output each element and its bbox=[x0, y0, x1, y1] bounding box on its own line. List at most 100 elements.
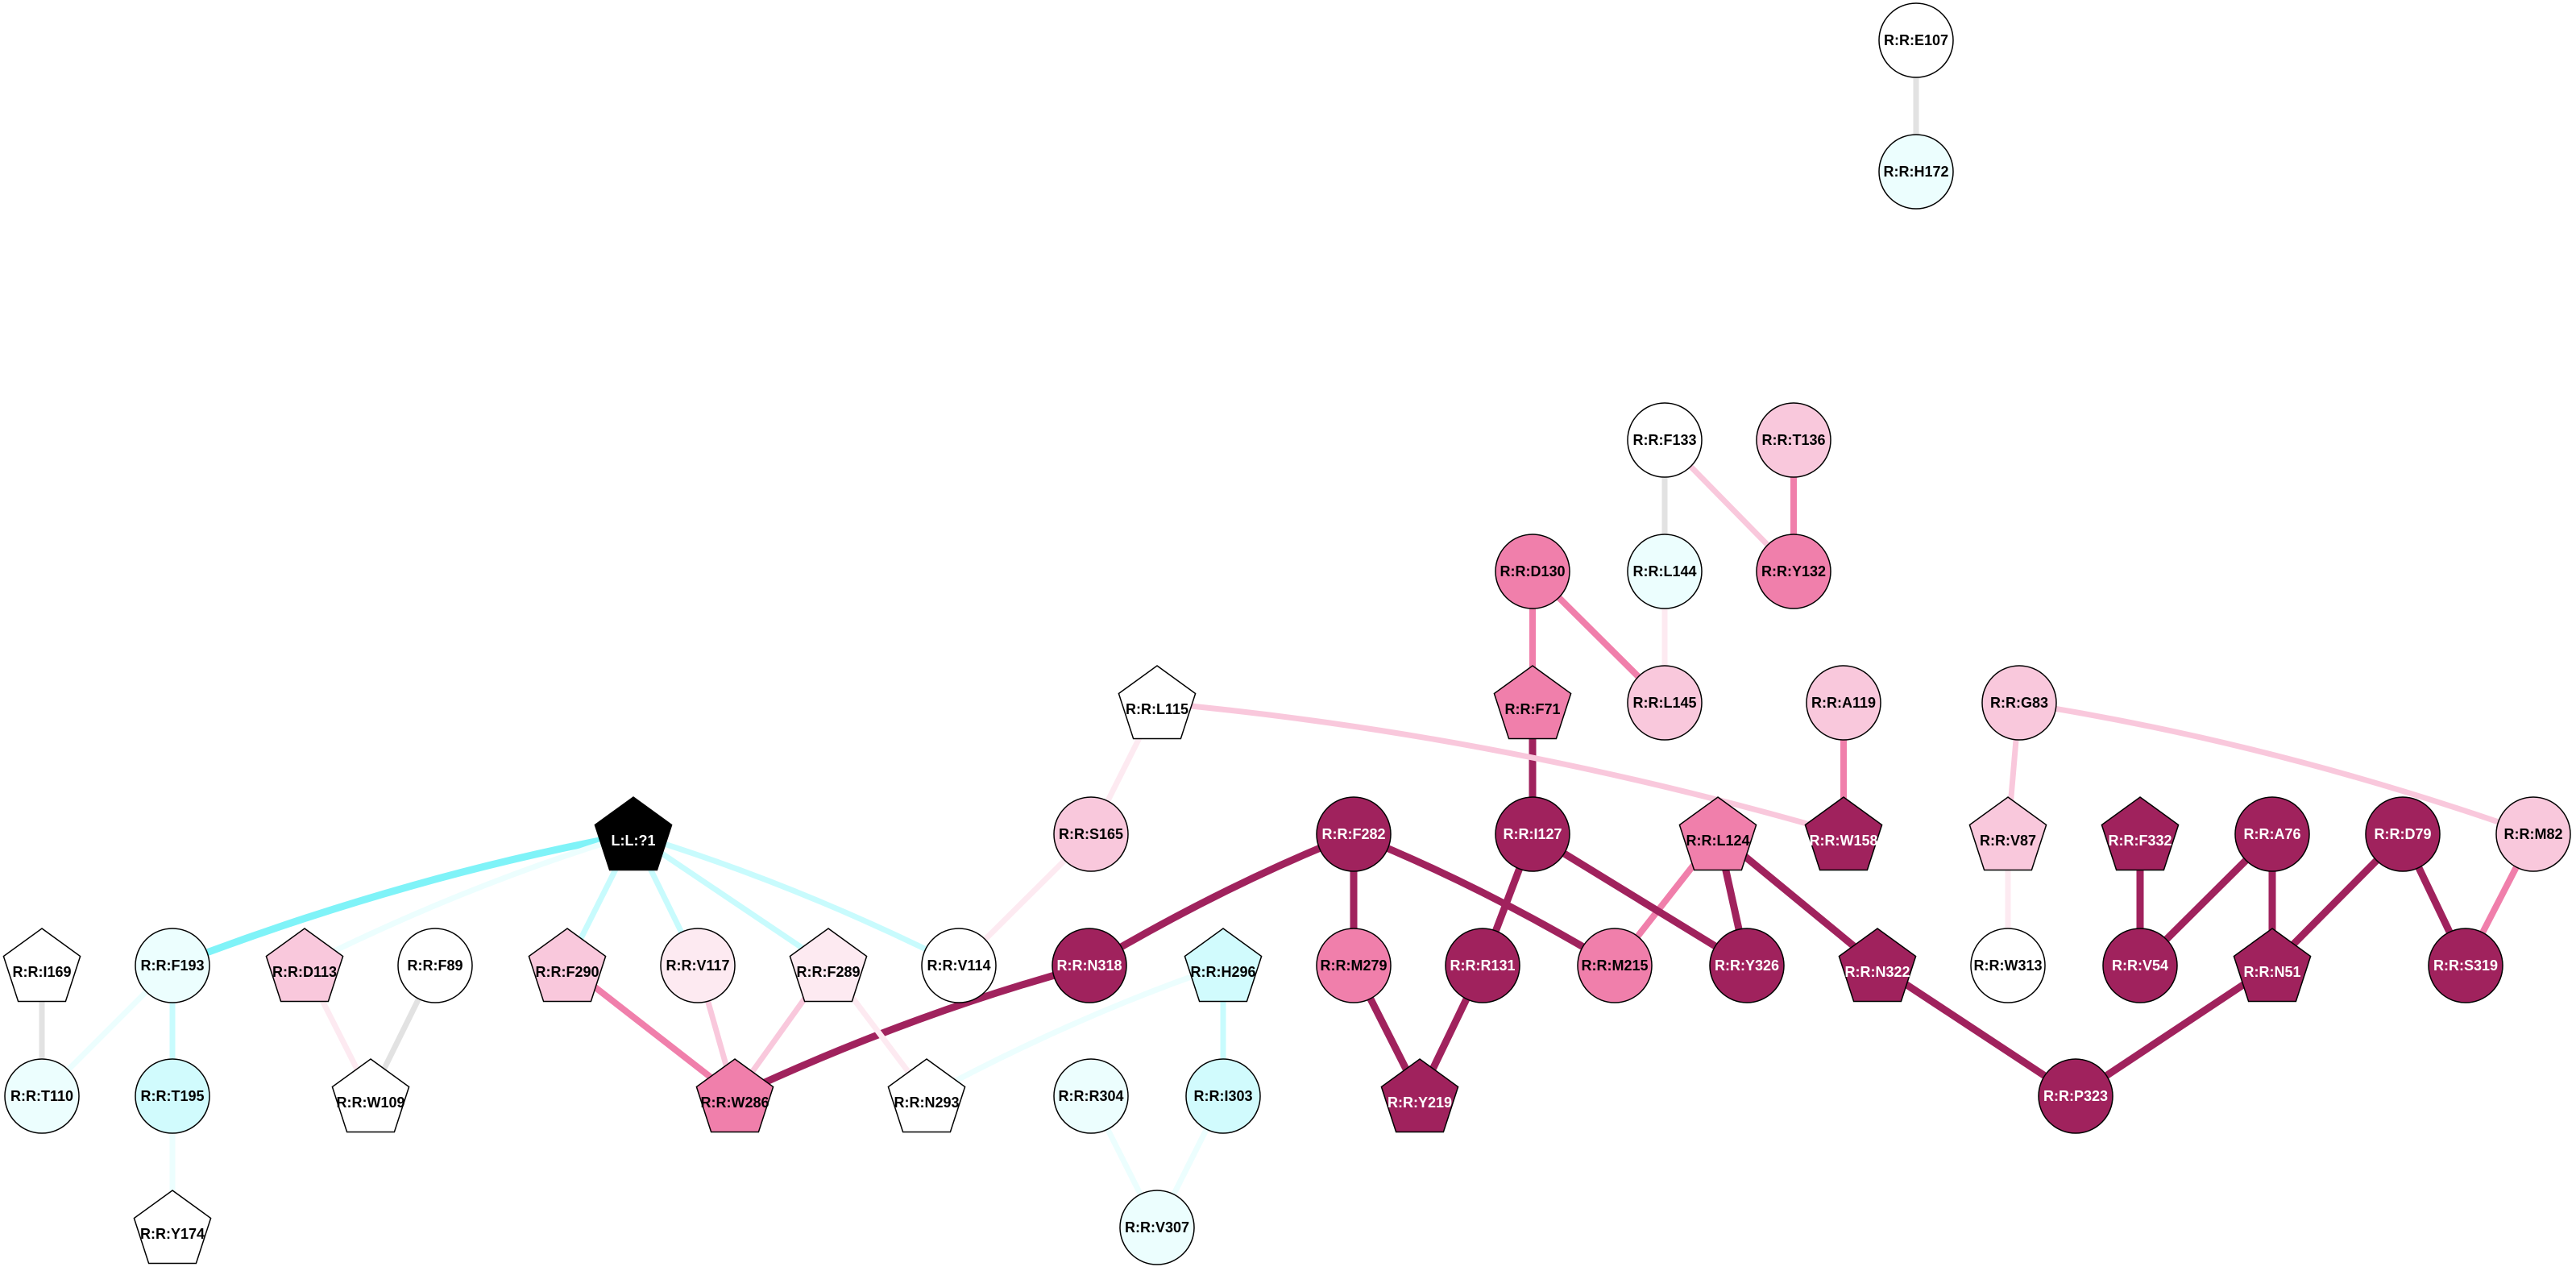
node-label: L:L:?1 bbox=[612, 833, 656, 849]
node-n51[interactable]: R:R:N51 bbox=[2233, 928, 2312, 1003]
node-i127[interactable]: R:R:I127 bbox=[1495, 796, 1570, 872]
node-a76[interactable]: R:R:A76 bbox=[2234, 796, 2310, 872]
edge-n322-p323 bbox=[1873, 962, 2080, 1100]
node-p323[interactable]: R:R:P323 bbox=[2038, 1058, 2113, 1134]
node-h172[interactable]: R:R:H172 bbox=[1878, 134, 1954, 210]
circle-node-shape bbox=[1981, 665, 2057, 741]
pentagon-node-shape bbox=[1184, 928, 1263, 1003]
node-label: R:R:S319 bbox=[2433, 957, 2498, 974]
edge-h296-n293 bbox=[923, 962, 1226, 1099]
node-w286[interactable]: R:R:W286 bbox=[695, 1058, 774, 1133]
pentagon-node-shape bbox=[887, 1058, 966, 1133]
edge-f282-n318 bbox=[1085, 830, 1358, 970]
circle-node-shape bbox=[660, 928, 736, 1003]
node-s165[interactable]: R:R:S165 bbox=[1053, 796, 1129, 872]
node-label: R:R:F89 bbox=[407, 957, 463, 974]
node-d113[interactable]: R:R:D113 bbox=[265, 928, 344, 1003]
circle-node-shape bbox=[1878, 134, 1954, 210]
node-m215[interactable]: R:R:M215 bbox=[1577, 928, 1653, 1003]
node-g83[interactable]: R:R:G83 bbox=[1981, 665, 2057, 741]
circle-node-shape bbox=[2495, 796, 2571, 872]
node-d79[interactable]: R:R:D79 bbox=[2365, 796, 2441, 872]
node-f133[interactable]: R:R:F133 bbox=[1627, 402, 1703, 478]
node-s319[interactable]: R:R:S319 bbox=[2428, 928, 2503, 1003]
node-label: R:R:Y326 bbox=[1715, 957, 1779, 974]
node-i169[interactable]: R:R:I169 bbox=[2, 928, 81, 1003]
circle-node-shape bbox=[1806, 665, 1881, 741]
node-d130[interactable]: R:R:D130 bbox=[1495, 534, 1570, 609]
node-h296[interactable]: R:R:H296 bbox=[1184, 928, 1263, 1003]
pentagon-node-shape bbox=[789, 928, 868, 1003]
pentagon-node-shape bbox=[2, 928, 81, 1003]
node-t136[interactable]: R:R:T136 bbox=[1756, 402, 1831, 478]
pentagon-node-shape bbox=[1493, 665, 1572, 740]
node-r131[interactable]: R:R:R131 bbox=[1445, 928, 1520, 1003]
node-n322[interactable]: R:R:N322 bbox=[1838, 928, 1917, 1003]
pentagon-node-shape bbox=[1804, 796, 1883, 871]
pentagon-node-shape bbox=[1968, 796, 2047, 871]
node-f289[interactable]: R:R:F289 bbox=[789, 928, 868, 1003]
node-m82[interactable]: R:R:M82 bbox=[2495, 796, 2571, 872]
node-y174[interactable]: R:R:Y174 bbox=[133, 1190, 212, 1265]
node-v87[interactable]: R:R:V87 bbox=[1968, 796, 2047, 871]
node-w158[interactable]: R:R:W158 bbox=[1804, 796, 1883, 871]
pentagon-node-shape bbox=[528, 928, 607, 1003]
node-v117[interactable]: R:R:V117 bbox=[660, 928, 736, 1003]
node-label: R:R:E107 bbox=[1884, 32, 1948, 48]
node-f71[interactable]: R:R:F71 bbox=[1493, 665, 1572, 740]
node-v54[interactable]: R:R:V54 bbox=[2102, 928, 2178, 1003]
circle-node-shape bbox=[1053, 1058, 1129, 1134]
pentagon-node-shape bbox=[133, 1190, 212, 1265]
circle-node-shape bbox=[1053, 796, 1129, 872]
node-y326[interactable]: R:R:Y326 bbox=[1709, 928, 1785, 1003]
pentagon-node-shape bbox=[1380, 1058, 1459, 1133]
node-n318[interactable]: R:R:N318 bbox=[1052, 928, 1127, 1003]
node-label: R:R:F282 bbox=[1321, 826, 1385, 842]
node-y132[interactable]: R:R:Y132 bbox=[1756, 534, 1831, 609]
node-f282[interactable]: R:R:F282 bbox=[1316, 796, 1392, 872]
node-w109[interactable]: R:R:W109 bbox=[331, 1058, 410, 1133]
node-l144[interactable]: R:R:L144 bbox=[1627, 534, 1703, 609]
circle-node-shape bbox=[1316, 928, 1392, 1003]
pentagon-node-shape bbox=[1118, 665, 1197, 740]
circle-node-shape bbox=[1970, 928, 2046, 1003]
node-f193[interactable]: R:R:F193 bbox=[135, 928, 210, 1003]
node-t195[interactable]: R:R:T195 bbox=[135, 1058, 210, 1134]
node-label: R:R:H296 bbox=[1190, 964, 1255, 980]
node-n293[interactable]: R:R:N293 bbox=[887, 1058, 966, 1133]
node-label: R:R:V87 bbox=[1980, 833, 2036, 849]
node-y219[interactable]: R:R:Y219 bbox=[1380, 1058, 1459, 1133]
edge-l1-f289 bbox=[630, 831, 832, 969]
node-l145[interactable]: R:R:L145 bbox=[1627, 665, 1703, 741]
node-label: R:R:V117 bbox=[666, 957, 729, 974]
node-t110[interactable]: R:R:T110 bbox=[4, 1058, 80, 1134]
node-m279[interactable]: R:R:M279 bbox=[1316, 928, 1392, 1003]
node-i303[interactable]: R:R:I303 bbox=[1185, 1058, 1261, 1134]
node-label: R:R:D79 bbox=[2374, 826, 2431, 842]
node-f290[interactable]: R:R:F290 bbox=[528, 928, 607, 1003]
pentagon-node-shape bbox=[2233, 928, 2312, 1003]
circle-node-shape bbox=[1627, 402, 1703, 478]
node-l1[interactable]: L:L:?1 bbox=[594, 796, 673, 871]
node-f89[interactable]: R:R:F89 bbox=[397, 928, 473, 1003]
circle-node-shape bbox=[135, 1058, 210, 1134]
node-r304[interactable]: R:R:R304 bbox=[1053, 1058, 1129, 1134]
node-label: R:R:R131 bbox=[1450, 957, 1515, 974]
edge-n51-p323 bbox=[2072, 962, 2276, 1100]
node-e107[interactable]: R:R:E107 bbox=[1878, 2, 1954, 78]
node-label: R:R:F133 bbox=[1632, 432, 1696, 448]
node-w313[interactable]: R:R:W313 bbox=[1970, 928, 2046, 1003]
edge-l1-f193 bbox=[168, 830, 637, 970]
node-label: R:R:L144 bbox=[1632, 563, 1696, 579]
circle-node-shape bbox=[1185, 1058, 1261, 1134]
node-label: R:R:N293 bbox=[894, 1094, 959, 1111]
node-v114[interactable]: R:R:V114 bbox=[921, 928, 997, 1003]
circle-node-shape bbox=[1878, 2, 1954, 78]
node-f332[interactable]: R:R:F332 bbox=[2101, 796, 2180, 871]
node-v307[interactable]: R:R:V307 bbox=[1119, 1190, 1195, 1265]
node-a119[interactable]: R:R:A119 bbox=[1806, 665, 1881, 741]
node-l124[interactable]: R:R:L124 bbox=[1678, 796, 1757, 871]
node-l115[interactable]: R:R:L115 bbox=[1118, 665, 1197, 740]
node-label: R:R:N51 bbox=[2243, 964, 2300, 980]
node-label: R:R:P323 bbox=[2043, 1088, 2108, 1104]
